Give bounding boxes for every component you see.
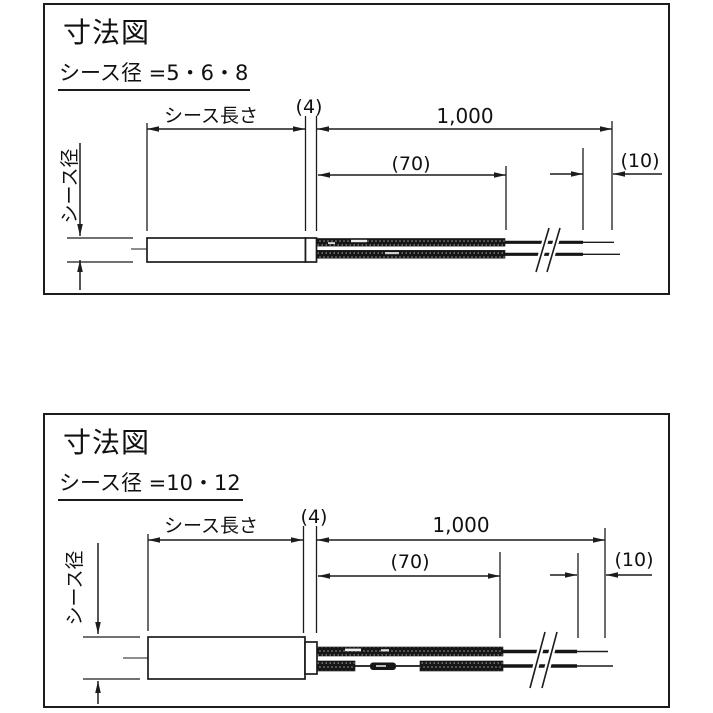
lead-wires xyxy=(316,227,620,273)
braid-highlight xyxy=(351,239,367,243)
dimension-lines xyxy=(95,537,652,704)
crimp-highlight xyxy=(376,665,386,667)
lead-length-label: 1,000 xyxy=(432,513,489,537)
wire-break-symbol xyxy=(533,227,563,273)
break-slash xyxy=(529,631,546,689)
lower-braided-lead xyxy=(316,250,506,259)
lower-braided-lead-2 xyxy=(419,660,504,672)
braid-highlight xyxy=(345,648,361,652)
heater-body-group xyxy=(131,237,318,263)
break-slash xyxy=(541,631,558,689)
page-title: 寸法図 xyxy=(63,426,151,459)
braid-highlight xyxy=(328,242,335,244)
heater-body-group xyxy=(123,636,318,680)
panel-sheath-10-12: 寸法図 シース径 =10・12 xyxy=(43,413,670,708)
panel-sheath-5-6-8: 寸法図 シース径 =5・6・8 xyxy=(43,3,670,295)
sheath-body xyxy=(147,636,306,680)
dimension-labels: シース長さ (4) 1,000 (70) (10) シース径 xyxy=(64,506,654,626)
sheath-diameter-spec: シース径 =5・6・8 xyxy=(58,57,251,91)
sheath-length-label: シース長さ xyxy=(164,105,258,127)
page-title: 寸法図 xyxy=(63,16,151,49)
lead-wires xyxy=(316,631,613,689)
braid-length-label: (70) xyxy=(391,153,430,175)
extension-lines xyxy=(67,116,613,263)
sheath-length-label: シース長さ xyxy=(164,515,258,537)
cap-width-label: (4) xyxy=(296,96,323,118)
braid-length-label: (70) xyxy=(390,551,429,573)
cap-width-label: (4) xyxy=(301,506,328,528)
upper-braided-lead xyxy=(316,646,504,657)
lower-braided-lead-1 xyxy=(316,660,356,672)
dimension-labels: シース長さ (4) 1,000 (70) (10) シース径 xyxy=(59,96,660,224)
sheath-diameter-spec: シース径 =10・12 xyxy=(58,467,243,501)
wire-break-symbol xyxy=(527,631,560,689)
braid-highlight xyxy=(381,649,389,652)
bare-end-label: (10) xyxy=(614,549,653,571)
lead-length-label: 1,000 xyxy=(436,104,493,128)
bare-end-label: (10) xyxy=(620,150,659,172)
end-cap xyxy=(304,641,318,675)
break-slash xyxy=(535,227,550,273)
heater-drawing-large-dia: シース長さ (4) 1,000 (70) (10) シース径 xyxy=(64,506,654,704)
end-cap xyxy=(304,237,318,263)
break-slash xyxy=(546,227,561,273)
dimension-lines xyxy=(77,126,662,290)
extension-lines xyxy=(83,526,606,680)
braid-highlight xyxy=(385,252,399,255)
sheath-diameter-label: シース径 xyxy=(59,148,81,223)
sheath-diameter-label: シース径 xyxy=(64,550,86,625)
upper-braided-lead xyxy=(316,238,506,247)
sheath-body xyxy=(146,237,307,263)
heater-drawing-small-dia: シース長さ (4) 1,000 (70) (10) シース径 xyxy=(59,96,662,290)
